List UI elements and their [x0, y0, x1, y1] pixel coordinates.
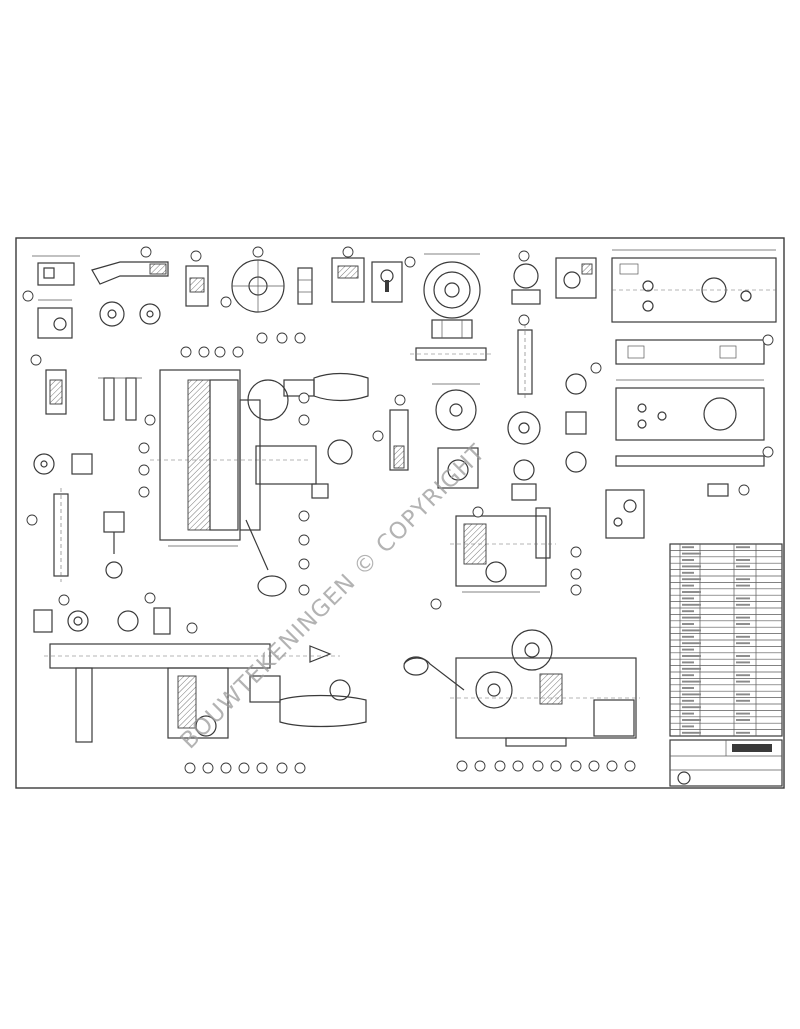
parts-table-cell-mark [736, 616, 750, 619]
parts-table-cell-mark [736, 578, 750, 581]
part-housing-block [555, 257, 597, 299]
drawing-border [15, 237, 785, 789]
parts-table-cell-mark [736, 693, 750, 696]
part-knob-top [511, 250, 541, 305]
parts-table-cell-mark [682, 687, 694, 689]
part-long-shaft-left [26, 488, 69, 582]
part-lever-arm [91, 246, 169, 285]
leader-bubbles-lower-right [456, 760, 636, 772]
parts-table-cell-mark [682, 591, 701, 593]
parts-table-cell-mark [736, 597, 750, 600]
parts-list-table [669, 543, 783, 737]
parts-table-cell-mark [736, 674, 750, 677]
parts-table-cell-mark [682, 661, 694, 664]
part-base-plate-right [615, 379, 765, 441]
part-bushing-center [372, 394, 409, 471]
part-spacer-stack [297, 267, 313, 305]
part-nut-round-left [33, 453, 93, 475]
parts-table-cell-mark [682, 629, 701, 632]
part-pulley-side [431, 319, 473, 339]
parts-table-cell-mark [736, 635, 750, 638]
part-vertical-shaft-center [517, 314, 533, 400]
parts-table-cell-mark [682, 699, 694, 702]
part-pulley-large [423, 253, 481, 319]
parts-table-cell-mark [682, 552, 701, 555]
parts-table-cell-mark [682, 706, 701, 709]
parts-table-cell-mark [736, 642, 750, 645]
parts-table-cell-mark [736, 661, 750, 664]
part-small-bracket [185, 250, 209, 307]
parts-table-cell-mark [682, 603, 701, 606]
parts-table-cell-mark [736, 546, 750, 549]
parts-table-cell-mark [682, 584, 694, 587]
parts-table-cell-mark [682, 642, 701, 645]
leader-bubbles-main-assembly [138, 332, 310, 596]
part-tbar [98, 377, 142, 421]
parts-table-cell-mark [682, 559, 694, 561]
part-rod-center [410, 347, 492, 361]
parts-table-cell-mark [682, 674, 694, 677]
parts-table-cell-mark [736, 559, 750, 561]
parts-table-cell-mark [736, 565, 750, 568]
title-block [669, 739, 783, 787]
part-small-housing-center [437, 447, 479, 489]
parts-table-cell-mark [682, 725, 694, 728]
parts-table-cell-mark [682, 655, 701, 657]
part-screw-left [103, 511, 125, 579]
parts-table-cell-mark [682, 597, 694, 600]
parts-table-cell-mark [682, 731, 701, 734]
part-lower-assembly-right [403, 629, 640, 747]
parts-table-cell-mark [736, 731, 750, 734]
parts-table-cell-mark [736, 680, 750, 683]
part-keyhole-block [371, 256, 416, 303]
part-bracket-top-left [22, 255, 80, 302]
part-main-assembly-section [150, 369, 369, 597]
part-square-block-top [331, 246, 365, 303]
parts-table-cell-mark [682, 680, 701, 683]
part-clamp-left [30, 354, 67, 415]
part-long-plate-middle [615, 334, 774, 365]
parts-table-cell-mark [682, 667, 701, 670]
parts-table-cell-mark [736, 719, 750, 721]
part-handwheel-small [220, 246, 285, 313]
part-lower-assembly-left [44, 622, 367, 743]
parts-table-cell-mark [682, 610, 694, 613]
parts-table-cell-mark [736, 603, 750, 606]
parts-table-cell-mark [682, 571, 694, 574]
parts-table-cell-mark [682, 712, 694, 715]
parts-table-cell-mark [682, 693, 701, 696]
parts-table-cell-mark [682, 578, 701, 581]
part-nuts-lower-left [33, 592, 171, 635]
parts-table-cell-mark [682, 719, 701, 721]
parts-table-cell-mark [682, 546, 694, 549]
parts-table-cell-mark [736, 712, 750, 715]
part-disc-center [432, 383, 480, 431]
parts-table-cell-mark [736, 584, 750, 587]
part-gear-center [507, 411, 541, 501]
parts-table-cell-mark [736, 699, 750, 702]
part-washers-pair [99, 301, 161, 327]
parts-table-cell-mark [736, 655, 750, 657]
part-round-nut-right [565, 362, 602, 473]
part-long-plate-top [611, 249, 777, 323]
parts-table-cell-mark [682, 565, 701, 568]
part-flat-bar-right [615, 446, 774, 467]
part-block-top-left [37, 299, 73, 339]
parts-table-cell-mark [736, 623, 750, 625]
parts-table-cell-mark [682, 635, 694, 638]
parts-table-cell-mark [682, 623, 694, 625]
leader-bubbles-lower-left [184, 762, 306, 774]
part-sub-assembly-middle [430, 506, 582, 610]
parts-table-cell-mark [682, 648, 694, 651]
parts-table-cell-mark [682, 616, 701, 619]
part-block-right [605, 483, 750, 539]
